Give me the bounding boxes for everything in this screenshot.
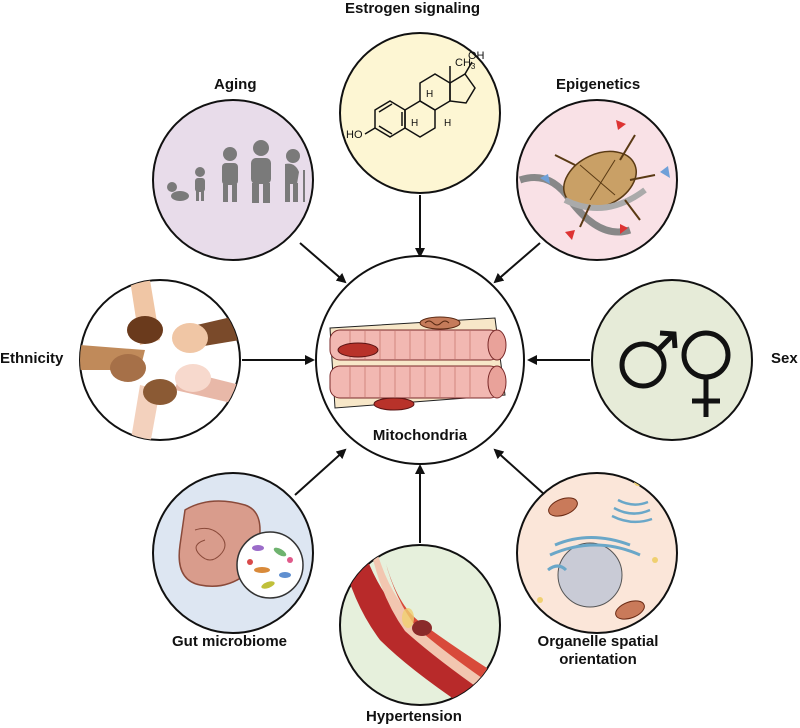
cell-organelles-icon [537, 478, 658, 620]
mitochondria-label: Mitochondria [372, 427, 468, 444]
arrow-gut [294, 448, 347, 496]
gut-circle [152, 472, 314, 634]
human-life-stages-icon [167, 140, 305, 203]
hydrogen-label-2: H [411, 118, 418, 129]
sex-label: Sex [771, 350, 798, 367]
hypertension-label: Hypertension [366, 708, 462, 725]
organelle-label: Organelle spatial orientation [528, 633, 668, 669]
estradiol-structure-icon [364, 61, 476, 138]
gut-microbiome-label: Gut microbiome [172, 633, 288, 650]
sex-circle [591, 279, 753, 441]
hydroxyl-top-label: OH [468, 50, 485, 62]
ethnicity-circle [79, 279, 241, 441]
hydrogen-label-3: H [444, 118, 451, 129]
methyl-label: CH3 [455, 57, 476, 71]
organelle-label-line2: orientation [559, 651, 637, 668]
joined-hands-icon [80, 280, 240, 440]
bacteria-icon [247, 545, 293, 589]
nucleosome-icon [518, 120, 670, 240]
mitochondria-circle [315, 255, 525, 465]
arrow-organelle [493, 448, 546, 496]
arrows [242, 195, 590, 543]
sex-symbols-icon [619, 330, 731, 417]
epigenetics-label: Epigenetics [556, 76, 641, 93]
hypertension-circle [339, 544, 501, 706]
estrogen-label: Estrogen signaling [345, 0, 481, 17]
arrow-aging [299, 242, 347, 284]
hydroxyl-left-label: HO [346, 129, 363, 141]
hydrogen-label-1: H [426, 89, 433, 100]
epigenetics-circle [516, 99, 678, 261]
intestine-icon [178, 500, 304, 599]
aging-circle [152, 99, 314, 261]
arrow-epigenetics [493, 242, 541, 284]
aging-label: Aging [214, 76, 257, 93]
ethnicity-label: Ethnicity [0, 350, 64, 367]
muscle-fiber-icon [329, 316, 507, 411]
estrogen-circle: CH3 OH HO H H H [339, 32, 501, 194]
organelle-label-line1: Organelle spatial [537, 633, 659, 650]
organelle-circle [516, 472, 678, 634]
